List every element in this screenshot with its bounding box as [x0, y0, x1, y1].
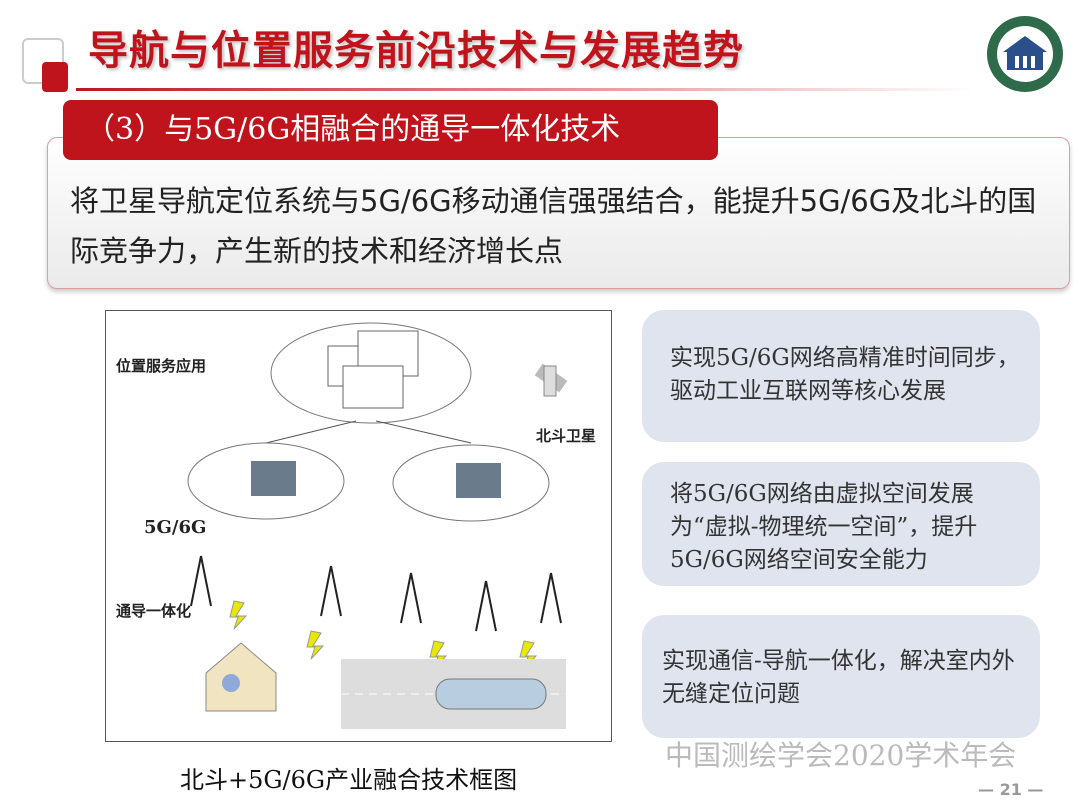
signal-bolt-icon — [229, 600, 538, 670]
conference-footer: 中国测绘学会2020学术年会 — [665, 739, 1017, 772]
satellite-icon — [534, 363, 568, 397]
title-underline — [76, 88, 976, 91]
bullet-text: 将5G/6G网络由虚拟空间发展为“虚拟-物理统一空间”，提升5G/6G网络空间安… — [670, 481, 978, 573]
link-line — [265, 420, 357, 444]
bullet-text: 实现5G/6G网络高精准时间同步，驱动工业互联网等核心发展 — [670, 345, 1020, 404]
diagram-caption: 北斗+5G/6G产业融合技术框图 — [180, 766, 518, 794]
car-icon — [435, 678, 547, 710]
page-title: 导航与位置服务前沿技术与发展趋势 — [88, 28, 744, 74]
label-network: 5G/6G — [144, 517, 206, 538]
bullet-bubble-1: 实现5G/6G网络高精准时间同步，驱动工业互联网等核心发展 — [642, 310, 1040, 442]
house-icon — [205, 642, 277, 712]
cell-tower-icon — [190, 555, 562, 632]
server-icon — [251, 461, 501, 498]
label-beidou-satellite: 北斗卫星 — [536, 427, 596, 445]
link-line — [375, 420, 472, 444]
bullet-text: 实现通信-导航一体化，解决室内外无缝定位问题 — [662, 648, 1015, 707]
bullet-bubble-2: 将5G/6G网络由虚拟空间发展为“虚拟-物理统一空间”，提升5G/6G网络空间安… — [642, 462, 1040, 586]
page-number: — 21 — — [978, 780, 1044, 799]
decor-red-square — [42, 62, 68, 92]
label-location-services: 位置服务应用 — [116, 357, 206, 375]
university-seal-logo — [987, 16, 1063, 92]
framework-diagram: 位置服务应用 北斗卫星 5G/6G 通导一体化 — [105, 310, 612, 742]
bullet-bubble-3: 实现通信-导航一体化，解决室内外无缝定位问题 — [642, 615, 1040, 738]
label-integration: 通导一体化 — [116, 602, 191, 620]
section-tab: （3）与5G/6G相融合的通导一体化技术 — [63, 100, 718, 160]
app-window-icon — [327, 330, 419, 409]
summary-text: 将卫星导航定位系统与5G/6G移动通信强强结合，能提升5G/6G及北斗的国际竞争… — [70, 184, 1037, 268]
